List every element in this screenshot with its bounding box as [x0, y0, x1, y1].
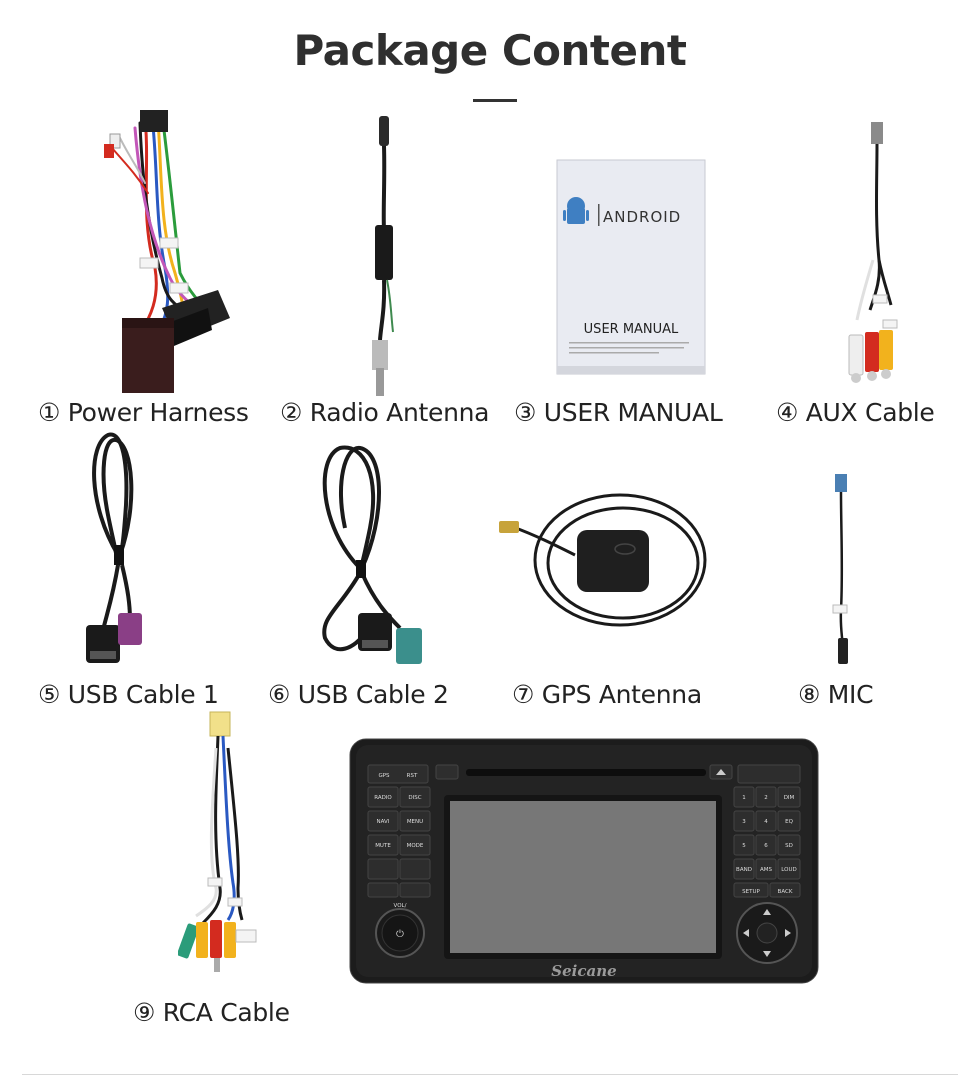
power-harness-image: [104, 110, 230, 393]
gps-antenna-image: [499, 493, 707, 627]
title-underline: [473, 99, 517, 102]
btn-setup: SETUP: [742, 889, 760, 895]
item-label-rca-cable: ⑨ RCA Cable: [133, 998, 290, 1027]
btn-1: 1: [742, 795, 746, 801]
btn-3: 3: [742, 819, 746, 825]
btn-gps: GPS: [378, 773, 390, 779]
item-label-radio-antenna: ② Radio Antenna: [280, 398, 490, 427]
btn-navi: NAVI: [377, 819, 390, 825]
user-manual-image: ANDROID USER MANUAL: [556, 159, 706, 375]
btn-ams: AMS: [760, 867, 773, 873]
btn-4: 4: [764, 819, 768, 825]
item-label-gps-antenna: ⑦ GPS Antenna: [512, 680, 702, 709]
item-label-usb-cable-1: ⑤ USB Cable 1: [38, 680, 219, 709]
item-label-user-manual: ③ USER MANUAL: [514, 398, 723, 427]
head-unit-image: GPS RST RADIO DISC NAVI MENU MUTE MODE V…: [348, 737, 820, 985]
btn-band: BAND: [736, 867, 752, 873]
item-label-usb-cable-2: ⑥ USB Cable 2: [268, 680, 449, 709]
item-label-aux-cable: ④ AUX Cable: [776, 398, 935, 427]
btn-back: BACK: [778, 889, 793, 895]
btn-sd: SD: [785, 843, 793, 849]
aux-cable-image: [848, 122, 898, 383]
manual-cover-title: USER MANUAL: [584, 322, 679, 337]
btn-disc: DISC: [408, 795, 421, 801]
item-label-power-harness: ① Power Harness: [38, 398, 249, 427]
mic-image: [832, 474, 848, 664]
btn-vol: VOL/: [394, 903, 407, 909]
btn-2: 2: [764, 795, 768, 801]
btn-menu: MENU: [407, 819, 423, 825]
usb-cable-1-image: [86, 432, 142, 663]
btn-6: 6: [764, 843, 768, 849]
btn-mode: MODE: [407, 843, 424, 849]
footer-divider: [22, 1074, 958, 1075]
manual-brand: ANDROID: [603, 208, 681, 226]
btn-dim: DIM: [784, 795, 795, 801]
svg-text:⏻: ⏻: [396, 929, 404, 940]
item-label-mic: ⑧ MIC: [798, 680, 874, 709]
usb-cable-2-image: [322, 445, 422, 664]
rca-cable-image: [178, 711, 257, 972]
head-unit-brand: Seicane: [551, 962, 616, 980]
radio-antenna-image: [372, 116, 394, 396]
btn-eq: EQ: [785, 819, 793, 825]
head-unit-right-buttons: [733, 764, 801, 898]
btn-radio: RADIO: [374, 795, 392, 801]
page-title: Package Content: [293, 26, 687, 75]
btn-loud: LOUD: [781, 867, 796, 873]
head-unit-left-buttons: [367, 764, 431, 898]
btn-rst: RST: [407, 773, 418, 779]
btn-5: 5: [742, 843, 746, 849]
btn-mute: MUTE: [375, 843, 391, 849]
